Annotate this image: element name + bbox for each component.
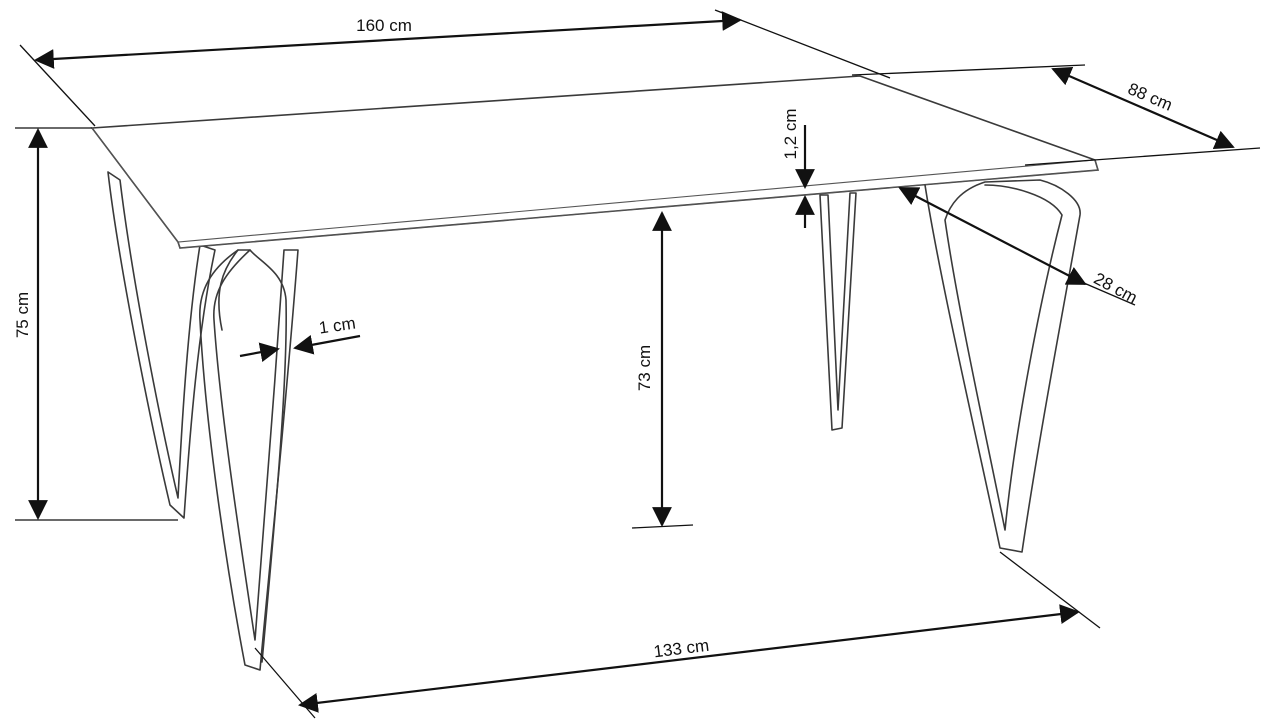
dimension-leg-span xyxy=(254,551,1101,719)
label-leg-offset: 28 cm xyxy=(1091,269,1141,308)
label-height-total: 75 cm xyxy=(13,292,32,338)
dimension-leg-offset xyxy=(898,187,1136,306)
tabletop xyxy=(90,75,1100,249)
label-length: 160 cm xyxy=(356,16,412,35)
dimension-height-total xyxy=(15,127,178,521)
leg-back-right xyxy=(819,192,857,431)
label-top-thickness: 1,2 cm xyxy=(781,108,800,159)
dimension-leg-thickness xyxy=(239,334,361,362)
dimension-height-under-top xyxy=(631,211,694,529)
leg-front-right xyxy=(924,179,1081,553)
label-height-under-top: 73 cm xyxy=(635,345,654,391)
leg-front-left xyxy=(199,249,299,671)
dimension-length xyxy=(19,9,891,127)
label-leg-thickness: 1 cm xyxy=(318,314,357,338)
dimension-depth xyxy=(851,64,1261,166)
leg-back-left xyxy=(107,171,216,519)
label-depth: 88 cm xyxy=(1125,79,1175,115)
